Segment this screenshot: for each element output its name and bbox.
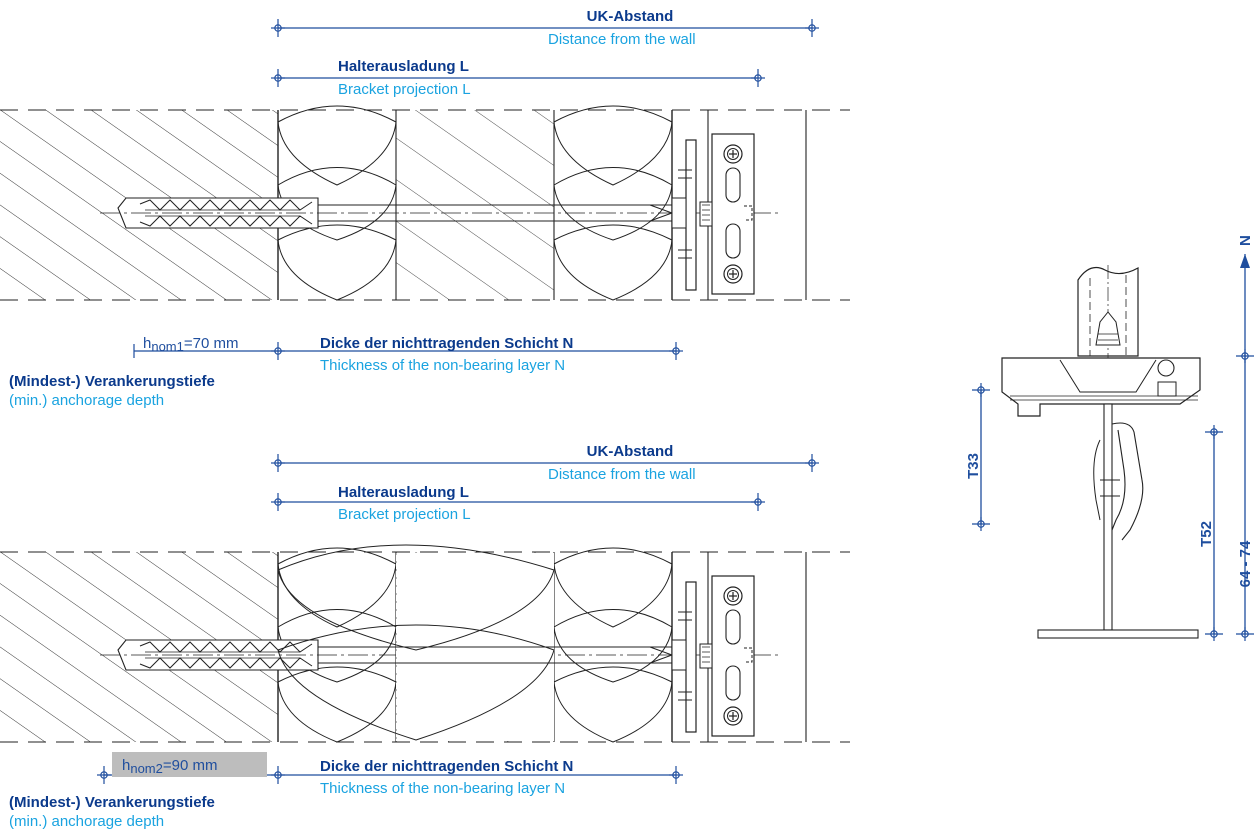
top-bracket-label-de: Halterausladung L bbox=[338, 58, 469, 75]
range-tick-bottom bbox=[1235, 626, 1255, 642]
profile-section: T33 T52 N 64 - 74 bbox=[965, 235, 1255, 642]
bottom-hnom-label: hnom2=90 mm bbox=[122, 757, 217, 776]
t33-tick-bottom bbox=[971, 516, 991, 532]
bottom-uk-label-en: Distance from the wall bbox=[548, 466, 696, 483]
bottom-uk-tick-right bbox=[804, 453, 820, 473]
bottom-bracket-label-en: Bracket projection L bbox=[338, 506, 471, 523]
top-thickness-tick-right bbox=[668, 341, 684, 361]
bottom-thickness-tick-right bbox=[668, 765, 684, 785]
bottom-thickness-label-en: Thickness of the non-bearing layer N bbox=[320, 780, 565, 797]
top-uk-tick-left bbox=[270, 18, 286, 38]
top-section: UK-Abstand Distance from the wall Halter… bbox=[0, 8, 850, 409]
bottom-uk-tick-left bbox=[270, 453, 286, 473]
bottom-thickness-tick-left bbox=[270, 765, 286, 785]
n-label: N bbox=[1237, 235, 1254, 246]
t52-label: T52 bbox=[1198, 521, 1215, 547]
top-bracket-tick-left bbox=[270, 68, 286, 88]
top-anchor-drawing bbox=[0, 106, 850, 300]
t33-tick-top bbox=[971, 382, 991, 398]
top-uk-tick-right bbox=[804, 18, 820, 38]
range-label: 64 - 74 bbox=[1237, 540, 1254, 587]
top-thickness-label-en: Thickness of the non-bearing layer N bbox=[320, 357, 565, 374]
bottom-bracket-tick-right bbox=[750, 492, 766, 512]
top-anchor-depth-label-en: (min.) anchorage depth bbox=[9, 392, 164, 409]
bottom-thickness-label-de: Dicke der nichttragenden Schicht N bbox=[320, 758, 573, 775]
t33-label: T33 bbox=[965, 453, 982, 479]
n-arrow-icon bbox=[1240, 254, 1250, 268]
range-tick-top bbox=[1235, 348, 1255, 364]
top-uk-label-de: UK-Abstand bbox=[587, 8, 674, 25]
top-bracket-tick-right bbox=[750, 68, 766, 88]
t52-tick-top bbox=[1204, 424, 1224, 440]
top-bracket-label-en: Bracket projection L bbox=[338, 81, 471, 98]
bottom-uk-label-de: UK-Abstand bbox=[587, 443, 674, 460]
bottom-section: UK-Abstand Distance from the wall Halter… bbox=[0, 443, 850, 830]
top-thickness-tick-left bbox=[270, 341, 286, 361]
top-hnom-label: hnom1=70 mm bbox=[143, 335, 238, 354]
top-uk-label-en: Distance from the wall bbox=[548, 31, 696, 48]
top-thickness-label-de: Dicke der nichttragenden Schicht N bbox=[320, 335, 573, 352]
top-anchor-depth-label-de: (Mindest-) Verankerungstiefe bbox=[9, 373, 215, 390]
bottom-bracket-tick-left bbox=[270, 492, 286, 512]
bottom-bracket-label-de: Halterausladung L bbox=[338, 484, 469, 501]
bottom-anchor-depth-label-de: (Mindest-) Verankerungstiefe bbox=[9, 794, 215, 811]
bottom-hnom-highlight bbox=[112, 752, 267, 777]
bottom-anchor-depth-label-en: (min.) anchorage depth bbox=[9, 813, 164, 830]
bottom-hnom-tick-left bbox=[96, 765, 112, 785]
t52-tick-bottom bbox=[1204, 626, 1224, 642]
